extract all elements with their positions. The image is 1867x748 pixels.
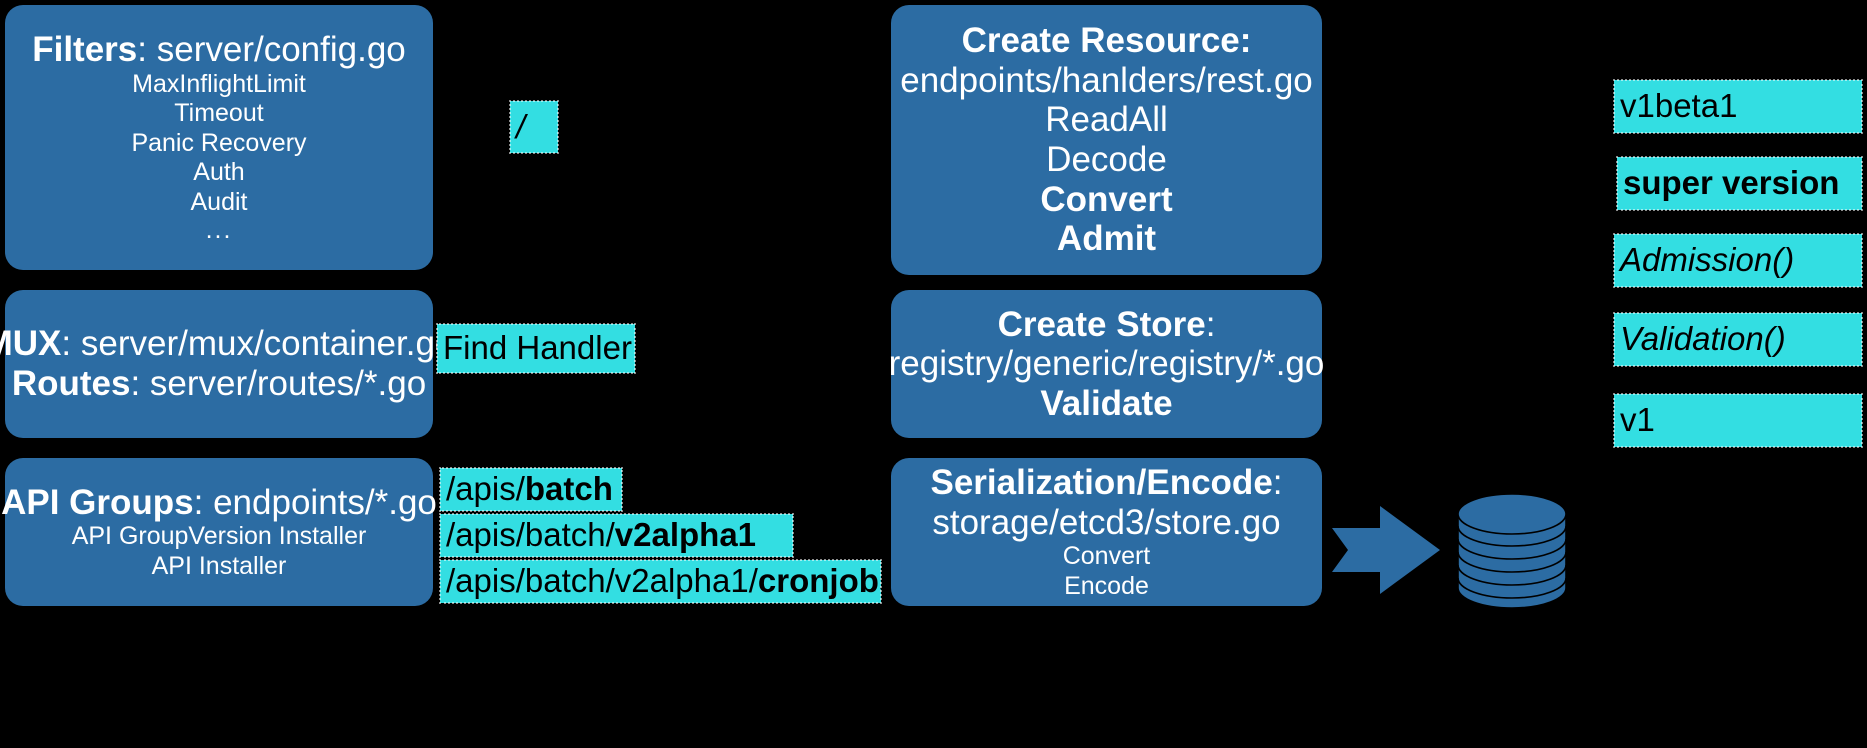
highlight-admission[interactable]: Admission() bbox=[1613, 233, 1863, 288]
create-resource-step-admit: Admit bbox=[1056, 219, 1157, 259]
create-store-title-rest: : bbox=[1205, 304, 1216, 344]
create-resource-path: endpoints/hanlders/rest.go bbox=[900, 60, 1313, 100]
route-group-bold: batch bbox=[524, 470, 613, 507]
route-version-bold: v2alpha1 bbox=[614, 516, 757, 553]
create-store-step-validate: Validate bbox=[1040, 383, 1173, 423]
box-filters: Filters: server/config.go MaxInflightLim… bbox=[5, 5, 433, 270]
routes-line: Routes: server/routes/*.go bbox=[12, 364, 426, 404]
api-groups-item-1: API Installer bbox=[151, 551, 287, 580]
route-resource-prefix: /apis/batch/v2alpha1/ bbox=[446, 562, 758, 599]
highlight-find-handler[interactable]: Find Handler bbox=[436, 323, 636, 374]
routes-label-bold: Routes bbox=[11, 364, 131, 403]
serialization-title: Serialization/Encode: bbox=[930, 463, 1282, 503]
highlight-root-path[interactable]: / bbox=[509, 100, 559, 154]
highlight-route-version[interactable]: /apis/batch/v2alpha1 bbox=[439, 513, 794, 558]
highlight-v1[interactable]: v1 bbox=[1613, 393, 1863, 448]
highlight-validation[interactable]: Validation() bbox=[1613, 312, 1863, 367]
box-serialization-encode: Serialization/Encode: storage/etcd3/stor… bbox=[891, 458, 1322, 606]
serialization-title-bold: Serialization/Encode bbox=[930, 462, 1273, 502]
filters-title-bold: Filters bbox=[32, 30, 138, 70]
filters-title-rest: : server/config.go bbox=[137, 30, 406, 70]
box-mux-routes: MUX: server/mux/container.go Routes: ser… bbox=[0, 290, 454, 438]
filters-item-1: Timeout bbox=[174, 99, 264, 128]
filters-title: Filters: server/config.go bbox=[32, 30, 406, 70]
root-path-text: / bbox=[516, 107, 526, 145]
mux-line: MUX: server/mux/container.go bbox=[0, 324, 454, 364]
api-groups-item-0: API GroupVersion Installer bbox=[71, 522, 367, 551]
api-groups-title-bold: API Groups bbox=[1, 482, 194, 522]
serialization-item-convert: Convert bbox=[1062, 542, 1151, 571]
highlight-route-group[interactable]: /apis/batch bbox=[439, 467, 623, 512]
highlight-route-resource[interactable]: /apis/batch/v2alpha1/cronjobs bbox=[439, 559, 897, 604]
route-resource-bold: cronjobs bbox=[757, 562, 898, 599]
serialization-item-encode: Encode bbox=[1064, 571, 1149, 600]
admission-text: Admission() bbox=[1620, 241, 1795, 278]
super-version-text: super version bbox=[1623, 164, 1840, 201]
route-group-prefix: /apis/ bbox=[446, 470, 525, 507]
route-version-prefix: /apis/batch/ bbox=[446, 516, 615, 553]
filters-ellipsis: ... bbox=[205, 216, 233, 245]
create-resource-title: Create Resource: bbox=[961, 21, 1252, 61]
filters-item-2: Panic Recovery bbox=[131, 128, 307, 157]
routes-label-rest: : server/routes/*.go bbox=[130, 364, 427, 403]
database-cylinder-icon bbox=[1457, 493, 1567, 609]
right-arrow-icon bbox=[1332, 506, 1440, 594]
filters-item-3: Auth bbox=[193, 158, 245, 187]
create-store-title: Create Store: bbox=[998, 305, 1216, 345]
mux-label-rest: : server/mux/container.go bbox=[61, 324, 455, 364]
v1-text: v1 bbox=[1620, 401, 1655, 438]
create-resource-step-readall: ReadAll bbox=[1045, 100, 1168, 140]
create-store-path: registry/generic/registry/*.go bbox=[888, 344, 1325, 384]
find-handler-text: Find Handler bbox=[443, 329, 632, 366]
create-resource-step-convert: Convert bbox=[1040, 179, 1173, 219]
box-api-groups: API Groups: endpoints/*.go API GroupVers… bbox=[1, 458, 437, 606]
filters-item-0: MaxInflightLimit bbox=[132, 69, 306, 98]
filters-item-4: Audit bbox=[190, 187, 248, 216]
api-groups-title: API Groups: endpoints/*.go bbox=[1, 483, 437, 523]
serialization-title-rest: : bbox=[1272, 462, 1283, 502]
box-create-resource: Create Resource: endpoints/hanlders/rest… bbox=[891, 5, 1322, 275]
box-create-store: Create Store: registry/generic/registry/… bbox=[888, 290, 1325, 438]
mux-label-bold: MUX bbox=[0, 324, 62, 364]
create-store-title-bold: Create Store bbox=[997, 304, 1206, 344]
serialization-path: storage/etcd3/store.go bbox=[932, 502, 1281, 542]
highlight-super-version[interactable]: super version bbox=[1616, 156, 1863, 211]
highlight-v1beta1[interactable]: v1beta1 bbox=[1613, 79, 1863, 134]
v1beta1-text: v1beta1 bbox=[1620, 87, 1738, 124]
create-resource-step-decode: Decode bbox=[1046, 140, 1167, 179]
api-groups-title-rest: : endpoints/*.go bbox=[193, 482, 437, 522]
validation-text: Validation() bbox=[1620, 320, 1786, 357]
